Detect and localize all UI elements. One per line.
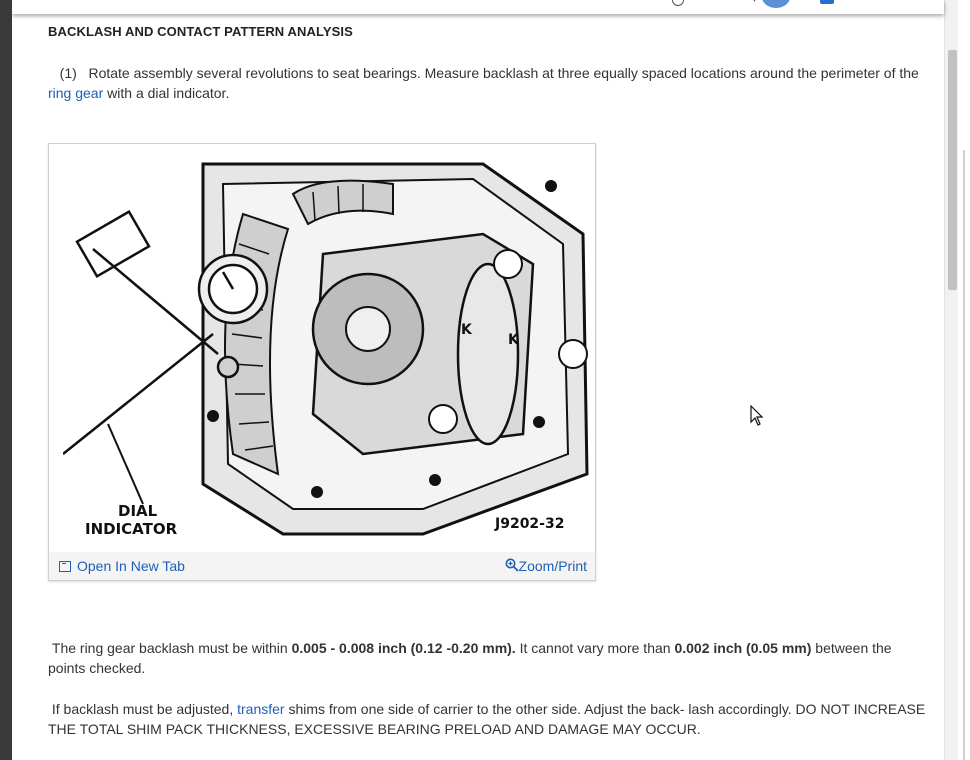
adjust-text-2: shims from one side of carrier to the ot…	[48, 701, 926, 737]
backlash-spec-paragraph: The ring gear backlash must be within 0.…	[48, 638, 932, 678]
step-text-end: with a dial indicator.	[107, 85, 230, 101]
top-toolbar: ▾	[12, 0, 944, 14]
open-in-new-tab-button[interactable]: Open In New Tab	[59, 558, 185, 574]
avatar[interactable]	[762, 0, 790, 8]
ring-gear-link[interactable]: ring gear	[48, 85, 104, 101]
chevron-down-icon[interactable]: ▾	[752, 0, 757, 5]
search-icon[interactable]	[672, 0, 684, 6]
figure-footer: Open In New Tab Zoom/Print	[49, 552, 595, 580]
section-heading: BACKLASH AND CONTACT PATTERN ANALYSIS	[48, 24, 353, 39]
step-text: Rotate assembly several revolutions to s…	[88, 65, 919, 81]
open-in-new-tab-icon	[59, 561, 71, 572]
step-number: (1)	[59, 65, 77, 81]
differential-dial-indicator-illustration: K K	[63, 154, 589, 538]
window-icon[interactable]	[820, 0, 834, 4]
adjust-paragraph: If backlash must be adjusted, transfer s…	[48, 699, 932, 739]
figure-code: J9202-32	[494, 516, 564, 532]
dial-label: DIAL	[118, 502, 158, 520]
mouse-pointer-icon	[750, 405, 764, 426]
divider	[963, 150, 965, 760]
indicator-label: INDICATOR	[85, 520, 178, 538]
zoom-print-button[interactable]: Zoom/Print	[505, 558, 587, 574]
figure-card: K K	[48, 143, 596, 581]
spec-value-1: 0.005 - 0.008 inch (0.12 -0.20 mm).	[291, 640, 516, 656]
adjust-text-1: If backlash must be adjusted,	[51, 701, 234, 717]
spec-text-1: The ring gear backlash must be within	[51, 640, 288, 656]
magnifier-plus-icon	[505, 558, 519, 572]
spec-value-2: 0.002 inch (0.05 mm)	[674, 640, 812, 656]
transfer-link[interactable]: transfer	[237, 701, 285, 717]
svg-text:K: K	[508, 332, 520, 348]
document-frame: ▾ BACKLASH AND CONTACT PATTERN ANALYSIS …	[12, 0, 970, 760]
spec-text-2: It cannot vary more than	[519, 640, 671, 656]
right-edge-panel	[958, 0, 970, 760]
step-paragraph: (1) Rotate assembly several revolutions …	[48, 63, 932, 103]
vertical-scrollbar[interactable]	[944, 0, 959, 760]
spec-text-3: between the points checked.	[48, 640, 892, 676]
zoom-print-label: Zoom/Print	[518, 558, 587, 574]
open-in-new-tab-label: Open In New Tab	[77, 558, 185, 574]
scrollbar-thumb[interactable]	[948, 50, 957, 290]
svg-text:K: K	[461, 322, 473, 338]
